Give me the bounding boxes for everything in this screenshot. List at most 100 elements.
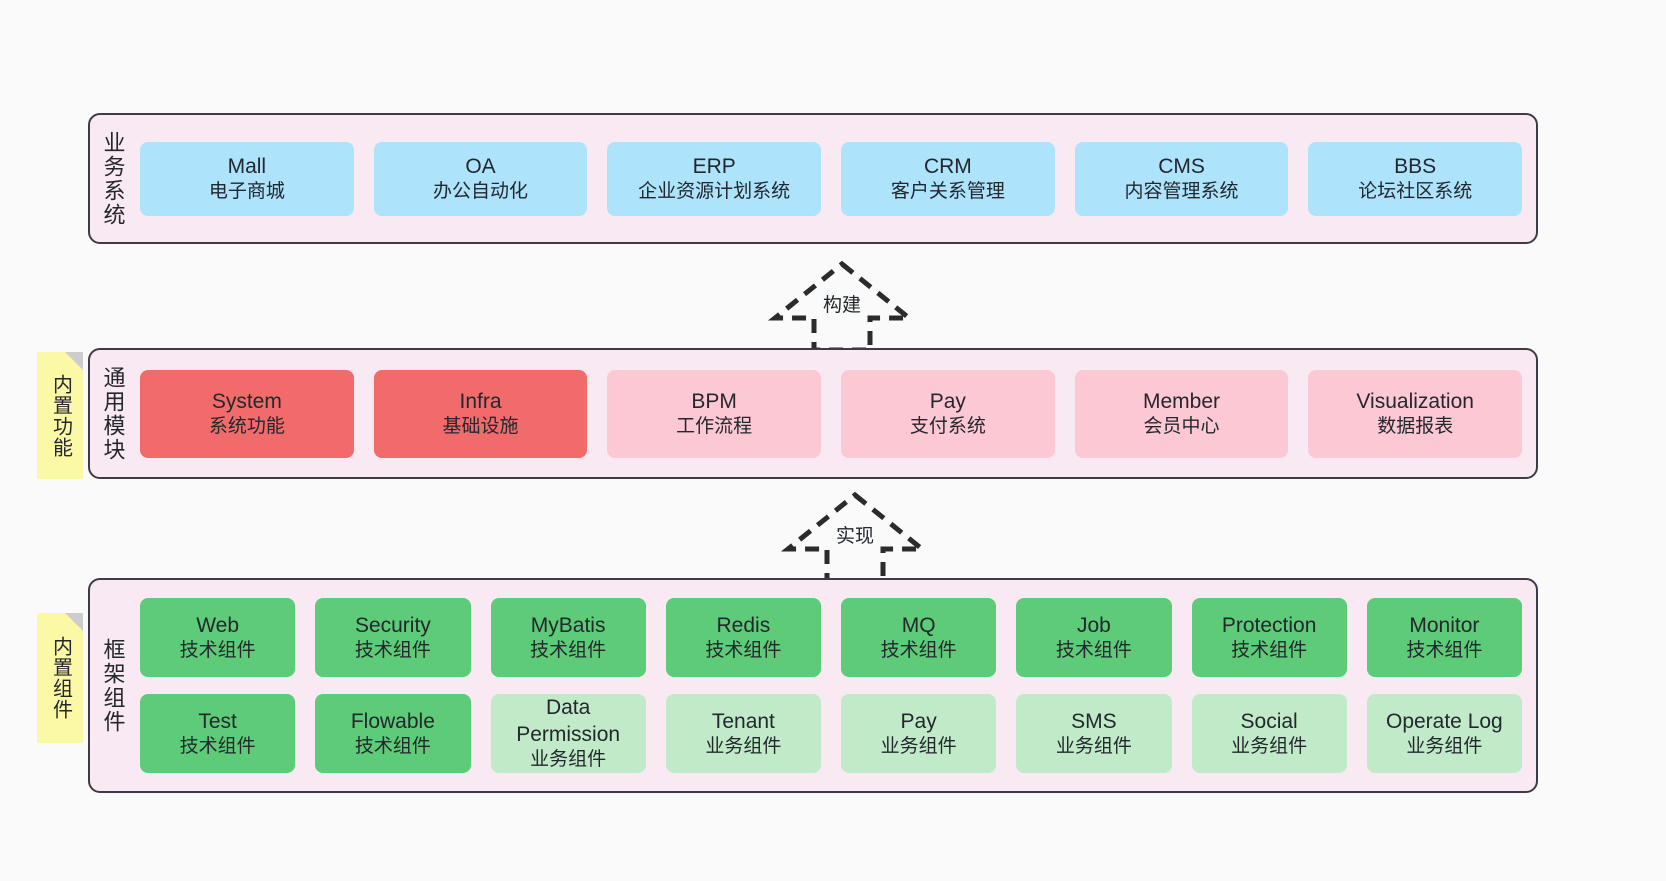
node-subtitle: 技术组件	[530, 639, 607, 661]
node-title: ERP	[692, 154, 736, 178]
node-subtitle: 技术组件	[1231, 639, 1308, 661]
node-title: MyBatis	[530, 613, 606, 637]
node-redis[interactable]: Redis 技术组件	[665, 598, 821, 677]
node-tenant[interactable]: Tenant 业务组件	[665, 694, 821, 773]
node-title: Operate Log	[1385, 709, 1503, 733]
arrow-label-build: 构建	[822, 295, 862, 316]
node-title: CRM	[923, 154, 972, 178]
node-subtitle: 基础设施	[442, 415, 519, 437]
node-monitor[interactable]: Monitor 技术组件	[1366, 598, 1522, 677]
node-title: Visualization	[1356, 389, 1474, 413]
node-visualization[interactable]: Visualization 数据报表	[1308, 369, 1523, 458]
node-social[interactable]: Social 业务组件	[1191, 694, 1347, 773]
layer-title-framework-components: 框架组件	[100, 637, 126, 734]
node-pay-module[interactable]: Pay 支付系统	[841, 369, 1055, 458]
node-subtitle: 技术组件	[179, 735, 256, 757]
node-title: OA	[465, 154, 496, 178]
node-web[interactable]: Web 技术组件	[140, 598, 296, 677]
arrow-label-realize: 实现	[835, 526, 875, 547]
node-title: Security	[354, 613, 431, 637]
node-title: Tenant	[711, 709, 775, 733]
node-operate-log[interactable]: Operate Log 业务组件	[1366, 694, 1522, 773]
node-subtitle: 技术组件	[354, 735, 431, 757]
node-subtitle: 工作流程	[676, 415, 753, 437]
layer-business-systems: 业务系统 Mall 电子商城 OA 办公自动化 ERP 企业资源计划系统 CRM…	[88, 113, 1538, 244]
node-system[interactable]: System 系统功能	[140, 369, 354, 458]
sticky-note-builtin-components: 内置组件	[37, 613, 83, 743]
node-title: SMS	[1071, 709, 1117, 733]
node-erp[interactable]: ERP 企业资源计划系统	[607, 141, 822, 216]
sticky-note-builtin-features: 内置功能	[37, 352, 83, 479]
generalization-arrow-realize: 实现	[770, 489, 940, 584]
node-subtitle: 技术组件	[1406, 639, 1483, 661]
node-crm[interactable]: CRM 客户关系管理	[841, 141, 1055, 216]
node-title: Member	[1143, 389, 1221, 413]
node-subtitle: 企业资源计划系统	[638, 180, 791, 202]
node-sms[interactable]: SMS 业务组件	[1016, 694, 1172, 773]
layer-framework-components: 框架组件 Web 技术组件 Security 技术组件 MyBatis 技术组件…	[88, 578, 1538, 793]
node-subtitle: 内容管理系统	[1124, 180, 1239, 202]
node-subtitle: 业务组件	[530, 749, 607, 771]
node-title: System	[211, 389, 282, 413]
node-subtitle: 系统功能	[208, 415, 285, 437]
node-title: BPM	[691, 389, 737, 413]
node-subtitle: 办公自动化	[433, 180, 529, 202]
node-subtitle: 论坛社区系统	[1358, 180, 1473, 202]
node-subtitle: 业务组件	[705, 735, 782, 757]
node-title: BBS	[1394, 154, 1437, 178]
node-subtitle: 技术组件	[705, 639, 782, 661]
node-title: Job	[1076, 613, 1111, 637]
layer-title-common-modules: 通用模块	[100, 365, 126, 462]
node-mq[interactable]: MQ 技术组件	[841, 598, 997, 677]
node-title: Monitor	[1409, 613, 1480, 637]
layer-title-business-systems: 业务系统	[100, 130, 126, 227]
node-pay-component[interactable]: Pay 业务组件	[841, 694, 997, 773]
layer-body-framework-components: Web 技术组件 Security 技术组件 MyBatis 技术组件 Redi…	[136, 580, 1536, 791]
layer-row: Web 技术组件 Security 技术组件 MyBatis 技术组件 Redi…	[140, 598, 1522, 677]
node-data-permission[interactable]: Data Permission 业务组件	[490, 694, 646, 773]
node-cms[interactable]: CMS 内容管理系统	[1074, 141, 1289, 216]
node-oa[interactable]: OA 办公自动化	[373, 141, 588, 216]
generalization-arrow-build: 构建	[757, 258, 927, 353]
node-bpm[interactable]: BPM 工作流程	[607, 369, 822, 458]
node-member[interactable]: Member 会员中心	[1074, 369, 1289, 458]
node-title: Infra	[459, 389, 502, 413]
node-subtitle: 技术组件	[354, 639, 431, 661]
node-mybatis[interactable]: MyBatis 技术组件	[490, 598, 646, 677]
node-title: Flowable	[350, 709, 435, 733]
node-test[interactable]: Test 技术组件	[140, 694, 296, 773]
node-subtitle: 技术组件	[1055, 639, 1132, 661]
node-subtitle: 技术组件	[179, 639, 256, 661]
layer-row: Mall 电子商城 OA 办公自动化 ERP 企业资源计划系统 CRM 客户关系…	[140, 141, 1523, 216]
layer-body-common-modules: System 系统功能 Infra 基础设施 BPM 工作流程 Pay 支付系统…	[136, 350, 1536, 477]
node-subtitle: 业务组件	[1055, 735, 1132, 757]
node-title: Data Permission	[516, 695, 621, 747]
node-title: CMS	[1158, 154, 1205, 178]
node-title: Mall	[227, 154, 267, 178]
node-subtitle: 业务组件	[1231, 735, 1308, 757]
node-subtitle: 支付系统	[909, 415, 986, 437]
node-subtitle: 会员中心	[1143, 415, 1220, 437]
node-title: Web	[196, 613, 240, 637]
node-flowable[interactable]: Flowable 技术组件	[315, 694, 471, 773]
node-infra[interactable]: Infra 基础设施	[373, 369, 588, 458]
sticky-note-label: 内置组件	[49, 636, 72, 720]
node-job[interactable]: Job 技术组件	[1016, 598, 1172, 677]
layer-body-business-systems: Mall 电子商城 OA 办公自动化 ERP 企业资源计划系统 CRM 客户关系…	[136, 115, 1536, 242]
layer-row: System 系统功能 Infra 基础设施 BPM 工作流程 Pay 支付系统…	[140, 369, 1523, 458]
node-subtitle: 技术组件	[880, 639, 957, 661]
node-title: Pay	[900, 709, 937, 733]
node-title: Test	[198, 709, 237, 733]
node-title: Social	[1240, 709, 1298, 733]
node-title: Redis	[716, 613, 771, 637]
node-title: Protection	[1221, 613, 1317, 637]
node-subtitle: 电子商城	[208, 180, 285, 202]
node-mall[interactable]: Mall 电子商城	[140, 141, 354, 216]
node-security[interactable]: Security 技术组件	[315, 598, 471, 677]
node-protection[interactable]: Protection 技术组件	[1191, 598, 1347, 677]
node-subtitle: 客户关系管理	[890, 180, 1005, 202]
node-subtitle: 业务组件	[1406, 735, 1483, 757]
node-bbs[interactable]: BBS 论坛社区系统	[1308, 141, 1523, 216]
layer-row: Test 技术组件 Flowable 技术组件 Data Permission …	[140, 694, 1522, 773]
node-subtitle: 数据报表	[1377, 415, 1454, 437]
